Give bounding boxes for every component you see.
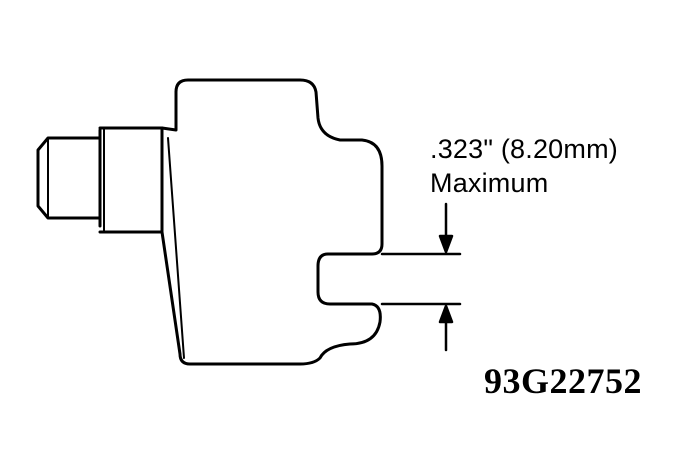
threaded-fitting [36, 126, 164, 234]
figure-id-label: 93G22752 [484, 361, 643, 401]
valve-body [160, 78, 384, 366]
upper-arrowhead [438, 234, 454, 254]
valve-body-outline [160, 78, 384, 366]
fitting-tip-outline [36, 136, 102, 220]
dimension-annotation [380, 202, 462, 352]
valve-body-inner-edge [167, 137, 185, 359]
dimension-qualifier-label: Maximum [430, 168, 549, 198]
dimension-value-label: .323" (8.20mm) [430, 134, 618, 164]
lower-arrowhead [438, 304, 454, 324]
valve-body-left-edge [160, 90, 178, 132]
fitting-thread-outline [98, 126, 164, 234]
